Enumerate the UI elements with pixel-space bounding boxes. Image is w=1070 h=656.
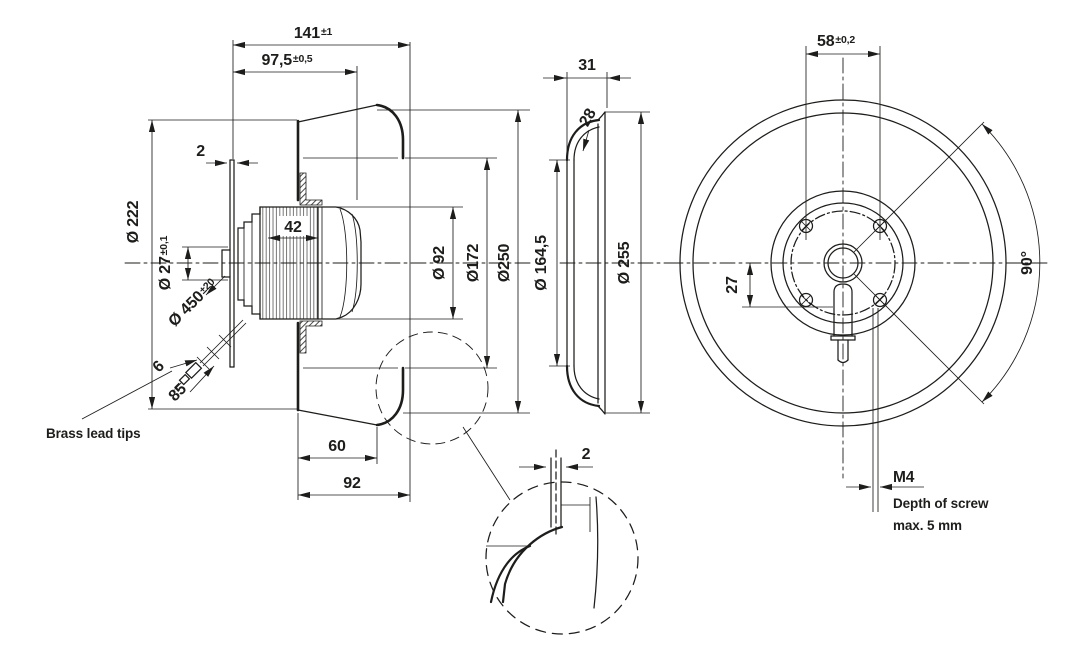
dim-screw-angle-label: 90° — [1019, 251, 1036, 275]
dim-motor-diameter: Ø 92 — [336, 206, 463, 320]
motor-flange-bottom — [299, 320, 323, 354]
dim-shaft-diameter-label: Ø 27±0,1 — [157, 235, 174, 290]
inlet-ring-outline — [565, 111, 606, 415]
lead-note-label: Brass lead tips — [46, 426, 141, 441]
dim-screw-angle: 90° — [853, 121, 1041, 405]
dim-ring-inner-diameter: Ø 164,5 — [533, 159, 570, 367]
dim-housing-depth: 97,5±0,5 — [233, 52, 358, 200]
dim-ring-outer-diameter-label: Ø 255 — [616, 241, 633, 284]
dim-backplate-diameter: Ø 222 — [125, 119, 297, 410]
detail-view: 2 — [485, 446, 639, 635]
side-view: 42 Ø 222 141±1 — [46, 25, 533, 502]
dim-wall-thickness-label: 2 — [196, 143, 205, 160]
dim-housing-depth-label: 97,5±0,5 — [262, 52, 313, 69]
dim-ring-depth: 31 — [543, 57, 631, 154]
dim-ring-depth-label: 31 — [578, 57, 596, 74]
backplate-circle — [692, 112, 994, 414]
dim-inlet-depth: 92 — [298, 475, 410, 499]
detail-circle — [485, 481, 639, 635]
bore-outer-circle — [823, 243, 863, 283]
dim-housing-depth-tol: ±0,5 — [293, 53, 313, 65]
thread-note-line2: max. 5 mm — [893, 518, 962, 533]
detail-reference-circle — [375, 331, 489, 445]
dim-screw-pitch-tol: ±0,2 — [835, 34, 855, 46]
dim-inlet-depth-label: 92 — [343, 475, 361, 492]
dim-stator-width-label: 42 — [284, 219, 302, 236]
lead-wires: Ø 450±20 6 85 Brass lead tips — [46, 275, 247, 441]
dim-gland-offset-label: 27 — [724, 276, 741, 294]
bore-inner-circle — [827, 247, 859, 279]
detail-leader-line — [462, 426, 511, 501]
thread-note-line1: Depth of screw — [893, 496, 989, 511]
dim-ring-radius-label: 28 — [576, 106, 600, 130]
rotor-bell-arc — [339, 208, 348, 318]
cable-gland — [830, 283, 856, 364]
impeller-outer-circle — [679, 99, 1007, 427]
dim-cone-depth-label: 60 — [328, 438, 346, 455]
dim-detail-gap-label: 2 — [582, 446, 591, 463]
dim-stator-width: 42 — [268, 216, 318, 242]
dim-ring-radius: 28 — [576, 106, 600, 152]
screw-bottom-left — [798, 292, 814, 308]
dim-overall-depth-tol: ±1 — [321, 26, 333, 38]
inlet-ring-view: 31 28 Ø 164,5 Ø 255 — [533, 57, 669, 415]
dim-overall-depth-label: 141±1 — [294, 25, 333, 42]
front-view: 58±0,2 27 90° M4 Depth of screw max. 5 m… — [667, 33, 1049, 533]
dim-overall-depth: 141±1 — [232, 25, 410, 159]
motor-section — [221, 172, 362, 354]
thread-label: M4 — [893, 469, 915, 486]
dim-backplate-diameter-label: Ø 222 — [125, 200, 142, 243]
motor-flange-top — [299, 172, 323, 206]
dim-lead-tip-label: 6 — [150, 358, 168, 376]
dim-screw-pitch-label: 58±0,2 — [817, 33, 855, 50]
dim-screw-pitch-value: 58 — [817, 33, 835, 50]
dim-screw-pitch: 58±0,2 — [805, 33, 881, 240]
dim-cone-depth: 60 — [297, 413, 378, 500]
hub-inner-circle — [782, 202, 904, 324]
dim-ring-inner-diameter-label: Ø 164,5 — [533, 235, 550, 291]
dim-shaft-diameter-value: Ø 27 — [157, 256, 174, 290]
impeller-section — [296, 42, 530, 502]
dim-gland-offset: 27 — [724, 263, 833, 308]
dim-overall-depth-value: 141 — [294, 25, 320, 42]
dim-shaft-diameter: Ø 27±0,1 — [157, 235, 228, 290]
dim-ring-outer-diameter: Ø 255 — [605, 111, 650, 414]
bolt-circle — [790, 210, 896, 316]
thread-callout: M4 Depth of screw max. 5 mm — [846, 308, 989, 533]
dim-lead-free-label: 85 — [166, 380, 191, 405]
dim-shroud-diameter-label: Ø172 — [465, 244, 482, 283]
dim-lead-length-value: Ø 450 — [165, 288, 207, 330]
dim-shroud-diameter: Ø172 — [405, 157, 497, 369]
dim-wall-thickness: 2 — [196, 143, 258, 167]
dim-shaft-diameter-tol: ±0,1 — [158, 235, 170, 255]
dim-motor-diameter-label: Ø 92 — [431, 246, 448, 280]
detail-geometry — [486, 449, 599, 609]
hub-outer-circle — [770, 190, 916, 336]
dim-impeller-diameter: Ø250 — [496, 110, 522, 413]
dim-detail-gap: 2 — [519, 446, 593, 471]
dim-housing-depth-value: 97,5 — [262, 52, 293, 69]
dim-impeller-diameter-label: Ø250 — [496, 244, 513, 283]
